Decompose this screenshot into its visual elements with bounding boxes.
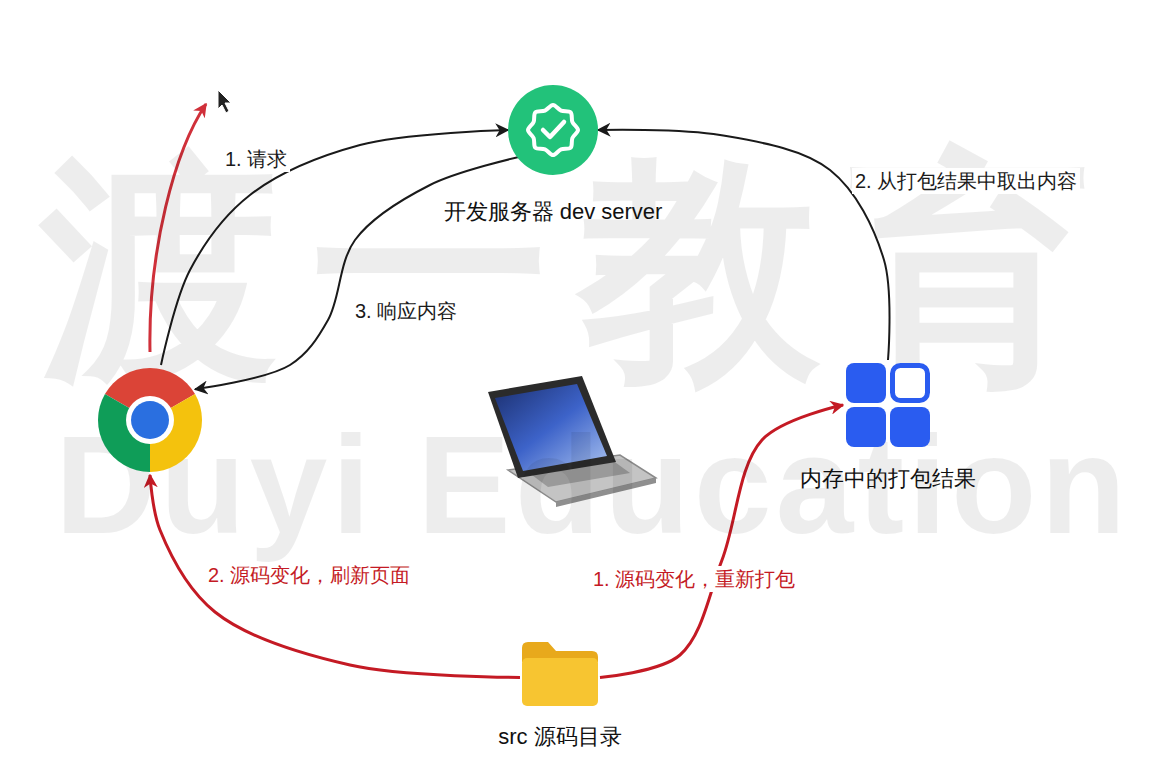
icon-node: 内存中的打包结果 <box>796 360 980 494</box>
flow-arrow <box>150 475 520 677</box>
grid-icon <box>843 360 933 450</box>
badge-outline <box>528 105 578 155</box>
laptop-display <box>495 384 607 471</box>
step-label: 3. 响应内容 <box>352 298 460 324</box>
bundle-block <box>846 407 886 447</box>
folder-body <box>522 658 598 706</box>
chrome-center <box>131 401 169 439</box>
bundle-block <box>893 366 928 401</box>
flow-arrow <box>195 157 519 389</box>
flow-arrow <box>598 130 890 360</box>
server-icon <box>508 85 598 175</box>
step-label: 2. 从打包结果中取出内容 <box>852 168 1080 194</box>
icon-node: 开发服务器 dev server <box>440 85 667 227</box>
step-label: 2. 源码变化，刷新页面 <box>205 562 413 588</box>
icon-node <box>91 365 209 475</box>
step-label: 1. 请求 <box>222 146 290 172</box>
check-mark <box>543 122 564 137</box>
node-label: 内存中的打包结果 <box>800 464 976 494</box>
icon-node: src 源码目录 <box>494 640 625 752</box>
chrome-icon <box>95 365 205 475</box>
flow-arrow <box>600 405 843 677</box>
bundle-block <box>846 363 886 403</box>
flow-arrow <box>161 130 508 365</box>
node-label: 开发服务器 dev server <box>444 197 663 227</box>
chrome-ring <box>126 396 174 444</box>
bundle-block <box>890 407 930 447</box>
folder-icon <box>520 640 600 708</box>
step-label: 1. 源码变化，重新打包 <box>590 566 798 592</box>
server-icon-disc <box>508 85 598 175</box>
laptop-illustration <box>488 376 656 507</box>
pointer-arrow <box>150 104 206 352</box>
mouse-cursor <box>218 90 231 113</box>
laptop-screen-frame <box>488 376 616 478</box>
node-label: src 源码目录 <box>498 722 621 752</box>
